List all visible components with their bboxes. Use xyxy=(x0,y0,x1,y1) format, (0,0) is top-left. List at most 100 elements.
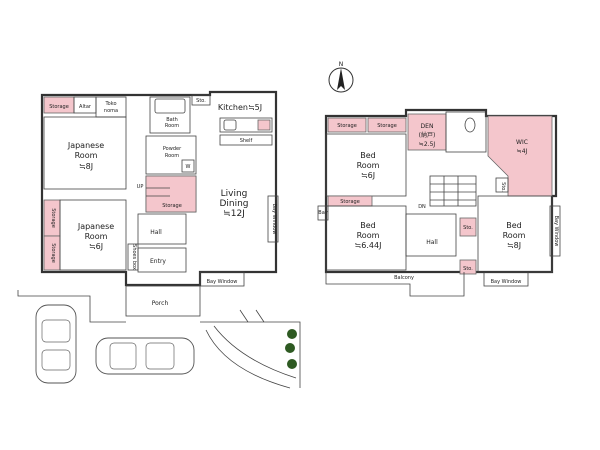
hall-1f-label: Hall xyxy=(150,229,162,236)
shelf xyxy=(219,134,273,146)
w-label: W xyxy=(186,164,191,170)
up-label: UP xyxy=(137,184,144,190)
storage-2f-2-label: Storage xyxy=(377,123,397,129)
sto-2f-3-label: Sto. xyxy=(463,266,473,272)
kitchen-fridge xyxy=(257,119,271,131)
kitchen-label: Kitchen≒5J xyxy=(218,103,262,112)
wic-label-1: WIC xyxy=(516,139,528,146)
kitchen-sink xyxy=(223,119,237,131)
entry xyxy=(137,247,187,273)
japanese-room-2 xyxy=(59,199,127,271)
living-dining-label-1: Living xyxy=(221,189,248,199)
sto-top xyxy=(191,94,211,106)
tokonoma xyxy=(95,96,127,118)
toilet-icon xyxy=(464,117,476,133)
porch-label: Porch xyxy=(152,300,169,307)
bay-window-side-label: Bay Window xyxy=(271,204,277,235)
toilet-2f xyxy=(445,111,487,153)
bed-room-3-label-1: Bed xyxy=(506,221,522,230)
entry-label: Entry xyxy=(150,258,166,265)
second-floor-outer-wall xyxy=(324,108,558,274)
bed-room-2-label-2: Room xyxy=(357,231,380,240)
bed-room-1-label-2: Room xyxy=(357,161,380,170)
second-floor: Storage Storage DEN (納戸) ≒2.5J WIC ≒4J B… xyxy=(317,108,561,297)
japanese-room-1 xyxy=(43,116,127,190)
shoes-box-label: Shoes box xyxy=(131,244,137,270)
wic-label-2: ≒4J xyxy=(517,148,528,155)
bay-small-label: Bay xyxy=(318,210,327,216)
driveway-curve-1 xyxy=(205,329,291,389)
bay-window-bottom xyxy=(199,271,245,287)
gate xyxy=(239,309,265,323)
japanese-room-1-label-2: Room xyxy=(75,151,98,160)
hall-2f-label: Hall xyxy=(426,239,438,246)
bath-room xyxy=(149,96,191,134)
car-bottom xyxy=(95,337,195,375)
bay-small xyxy=(317,205,329,221)
sto-2f-2-label: Sto. xyxy=(463,225,473,231)
kitchen-counter xyxy=(219,117,273,133)
hall-2f xyxy=(405,213,457,257)
storage-under-stairs xyxy=(145,175,197,213)
japanese-room-2-label-1: Japanese xyxy=(77,222,114,231)
shelf-label: Shelf xyxy=(240,138,253,144)
bed-room-3-label-2: Room xyxy=(503,231,526,240)
stairs-2f xyxy=(429,175,477,207)
wic xyxy=(487,115,553,197)
storage-2f-1 xyxy=(327,117,367,133)
japanese-room-1-label-1: Japanese xyxy=(67,141,104,150)
den-label-1: DEN xyxy=(421,123,434,130)
sto-2f-1 xyxy=(495,177,509,193)
sto-2f-2 xyxy=(459,217,477,237)
den-label-3: ≒2.5J xyxy=(419,141,436,148)
bathtub xyxy=(154,98,186,114)
sto-2f-3 xyxy=(459,259,477,275)
car-top xyxy=(35,304,77,384)
storage-2f-1-label: Storage xyxy=(337,123,357,129)
altar-label: Altar xyxy=(79,104,92,110)
washer-w xyxy=(181,159,195,173)
bay-window-2f-side xyxy=(549,205,561,257)
bay-window-2f-bottom xyxy=(483,271,529,287)
first-floor: Storage Altar Toko noma Japanese Room ≒8… xyxy=(17,90,301,389)
bed-room-2-label-3: ≒6.44J xyxy=(355,241,382,250)
storage-left-1-label: Storage xyxy=(50,208,56,228)
plants xyxy=(285,329,297,369)
storage-left-2-label: Storage xyxy=(50,243,56,263)
bay-window-2f-bottom-label: Bay Window xyxy=(491,279,522,285)
north-compass: N xyxy=(328,61,354,93)
tokonoma-label-1: Toko xyxy=(104,101,116,107)
balcony-label: Balcony xyxy=(394,275,414,281)
bed-room-1-label-3: ≒6J xyxy=(361,171,375,180)
storage-stairs-label: Storage xyxy=(162,203,182,209)
den xyxy=(407,113,447,151)
bay-window-side xyxy=(267,195,279,243)
dn-label: DN xyxy=(418,204,426,210)
japanese-room-2-label-3: ≒6J xyxy=(89,242,103,251)
bed-room-1-label-1: Bed xyxy=(360,151,376,160)
sto-top-label: Sto. xyxy=(196,98,206,104)
japanese-room-2-label-2: Room xyxy=(85,232,108,241)
compass-north-label: N xyxy=(339,61,344,68)
balcony xyxy=(325,272,465,297)
bay-window-bottom-label: Bay Window xyxy=(207,279,238,285)
bath-room-label-1: Bath xyxy=(166,117,178,123)
driveway-curve-2 xyxy=(213,325,297,379)
bed-room-3-label-3: ≒8J xyxy=(507,241,521,250)
living-dining-label-3: ≒12J xyxy=(223,209,245,219)
bay-window-2f-side-label: Bay Window xyxy=(553,216,559,247)
tokonoma-label-2: noma xyxy=(104,108,118,114)
porch xyxy=(125,285,201,317)
japanese-room-1-label-3: ≒8J xyxy=(79,162,93,171)
bed-room-2-label-1: Bed xyxy=(360,221,376,230)
den-label-2: (納戸) xyxy=(419,131,436,139)
compass-arrow-icon xyxy=(337,68,345,90)
storage-2f-2 xyxy=(367,117,407,133)
living-dining-label-2: Dining xyxy=(219,199,248,209)
site-boundary-right xyxy=(200,321,301,388)
site-boundary-left xyxy=(17,290,126,323)
storage-top-left-label: Storage xyxy=(49,104,69,110)
bath-room-label-2: Room xyxy=(165,123,179,129)
powder-room xyxy=(145,135,197,175)
